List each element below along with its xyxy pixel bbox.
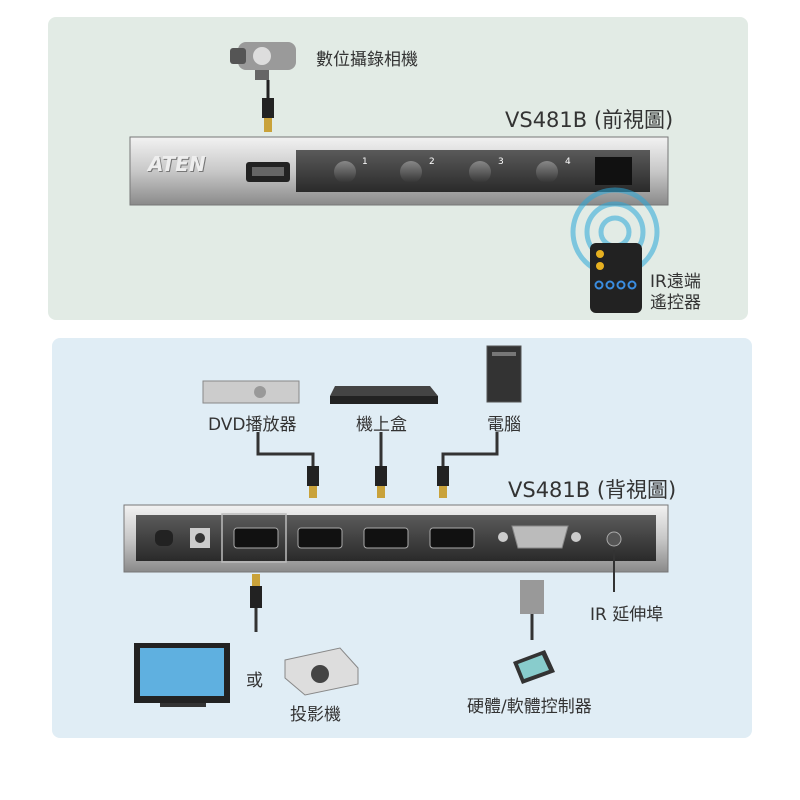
remote-label-line2: 遙控器 [650, 293, 701, 313]
controller-label: 硬體/軟體控制器 [467, 697, 592, 717]
power-switch [155, 530, 173, 546]
ir-extender-label: IR 延伸埠 [590, 605, 664, 625]
rear-view-title: VS481B (背視圖) [508, 478, 677, 502]
hdmi-out-port [233, 527, 279, 549]
hdmi-in-port-2 [363, 527, 409, 549]
tv-icon [134, 643, 230, 707]
button-label-2: 2 [429, 157, 435, 167]
hdmi-in-port-3 [429, 527, 475, 549]
button-label-3: 3 [498, 157, 504, 167]
port-button-4[interactable] [536, 161, 558, 183]
aten-logo: ATEN [148, 152, 206, 176]
serial-cable [520, 580, 544, 640]
output-port-highlight [221, 513, 287, 563]
port-button-1[interactable] [334, 161, 356, 183]
port-button-2[interactable] [400, 161, 422, 183]
button-label-4: 4 [565, 157, 571, 167]
dvd-player-icon [202, 380, 300, 404]
set-top-box-icon [330, 386, 438, 404]
front-device [129, 136, 669, 206]
camcorder-label: 數位攝錄相機 [316, 50, 418, 70]
front-view-title: VS481B (前視圖) [505, 108, 674, 132]
ir-receiver-window [595, 157, 632, 185]
port-button-3[interactable] [469, 161, 491, 183]
projector-label: 投影機 [290, 705, 341, 725]
hdmi-cable-output [250, 574, 262, 632]
hdmi-port-front [246, 162, 290, 182]
computer-label: 電腦 [487, 415, 521, 435]
hdmi-in-port-1 [297, 527, 343, 549]
ir-extender-jack [606, 531, 622, 547]
remote-label-line1: IR遠端 [650, 272, 701, 292]
button-label-1: 1 [362, 157, 368, 167]
dvd-player-label: DVD播放器 [208, 415, 297, 435]
controller-device-icon [513, 650, 555, 684]
camcorder-icon [230, 42, 296, 80]
projector-icon [284, 647, 359, 696]
rear-device [123, 504, 669, 573]
computer-tower-icon [486, 345, 522, 403]
rs232-port [498, 525, 581, 549]
set-top-box-label: 機上盒 [356, 415, 407, 435]
ir-remote-icon [590, 243, 642, 313]
hdmi-connectors-in [307, 466, 449, 498]
or-label: 或 [246, 671, 263, 691]
hdmi-cable-camera [262, 80, 274, 132]
